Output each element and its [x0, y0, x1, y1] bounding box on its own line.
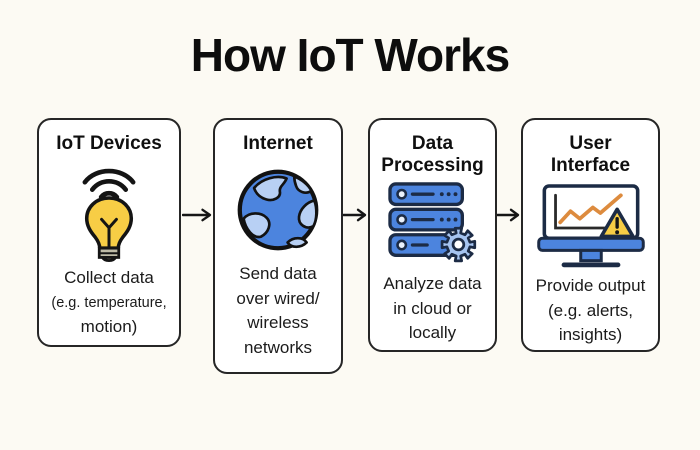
- step-heading: Data Processing: [381, 133, 484, 176]
- step-description: Send data over wired/ wireless networks: [236, 264, 320, 357]
- step-description: Collect data (e.g. temperature, motion): [51, 268, 167, 336]
- step-heading: IoT Devices: [56, 133, 162, 154]
- wifi-waves-icon: [82, 168, 136, 200]
- step-card-iot-devices: IoT Devices Collect data (e.g. temperatu…: [37, 118, 181, 347]
- step-card-internet: Internet Send data over wired/ wireless …: [213, 118, 343, 374]
- lightbulb-wifi-icon: [70, 159, 148, 263]
- chart-axes-icon: [553, 193, 627, 230]
- step-description: Provide output (e.g. alerts, insights): [535, 276, 646, 344]
- monitor-chart-alert-icon: [535, 183, 647, 273]
- step-description: Analyze data in cloud or locally: [383, 274, 482, 342]
- step-heading: User Interface: [550, 133, 631, 176]
- flow-arrow-icon: [181, 208, 212, 222]
- flow-arrow-icon: [342, 208, 367, 222]
- step-heading: Internet: [243, 133, 313, 154]
- line-chart-icon: [557, 193, 623, 225]
- server-stack-gear-icon: [384, 180, 482, 268]
- flow-arrow-icon: [496, 208, 520, 222]
- gear-icon: [440, 226, 476, 263]
- warning-triangle-icon: [598, 207, 635, 239]
- globe-icon: [235, 167, 321, 253]
- step-card-user-interface: User Interface Provide output (e.g. aler…: [521, 118, 660, 352]
- page-title: How IoT Works: [190, 29, 510, 81]
- step-card-data-processing: Data Processing: [368, 118, 497, 352]
